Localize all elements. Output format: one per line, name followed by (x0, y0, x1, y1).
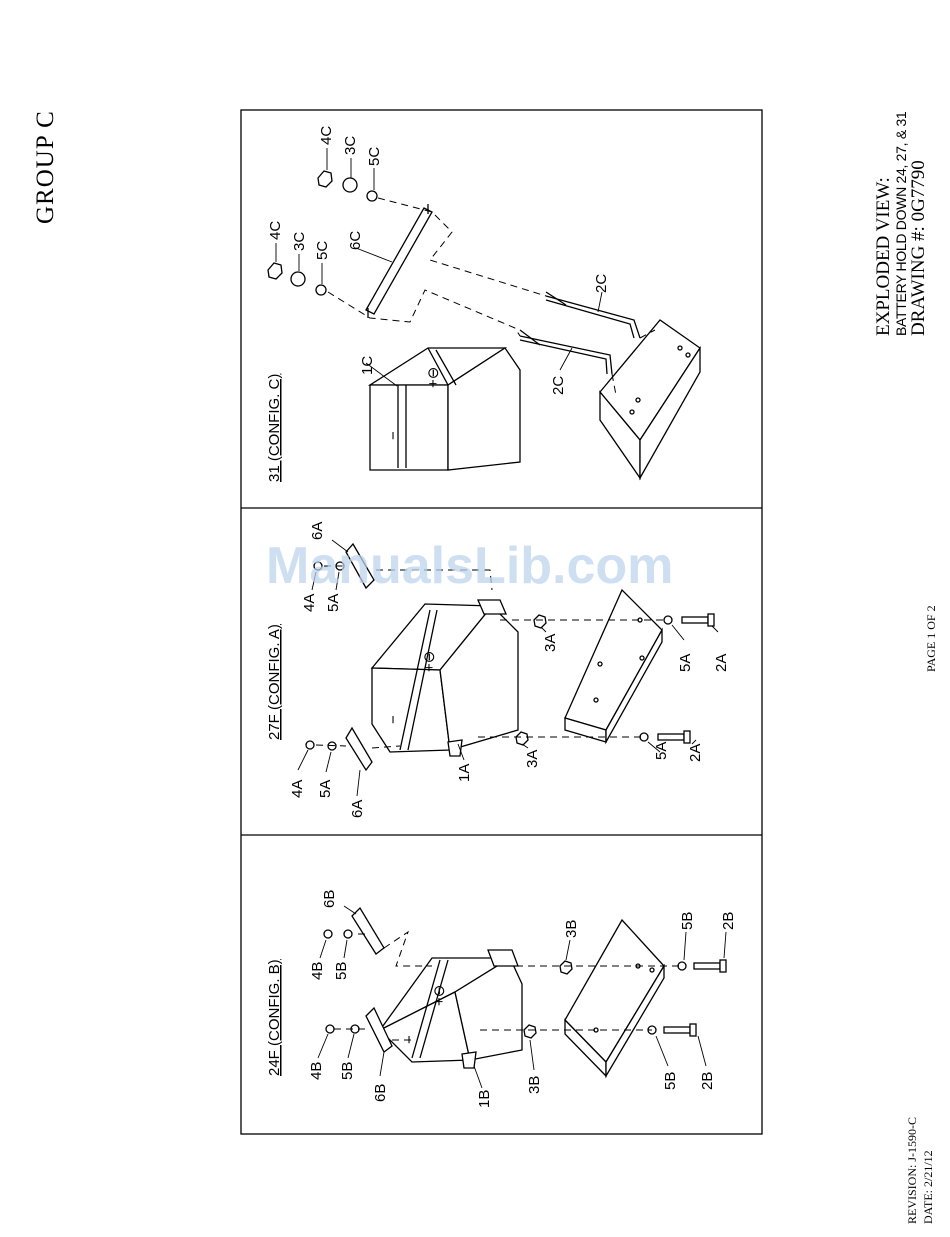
bolt-2b (693, 959, 727, 973)
panel-config-c: 31 (CONFIG. C) +⊖ − 1C 6C (266, 126, 701, 482)
label-5a: 5A (325, 594, 342, 612)
washer-5b (677, 961, 687, 971)
label-3a: 3A (542, 634, 559, 652)
svg-text:−: − (385, 715, 402, 724)
bolt-2b (663, 1023, 697, 1037)
j-bolt-2c (545, 291, 641, 339)
battery-1b: +⊖ − (378, 949, 523, 1069)
panel-title-config-a: 27F (CONFIG. A) (266, 624, 283, 740)
nut-4c (267, 262, 283, 280)
j-bolt-2c (519, 329, 613, 375)
label-5a: 5A (677, 654, 694, 672)
hold-down-bar-6c (365, 204, 433, 318)
label-1a: 1A (456, 764, 473, 782)
battery-1a: +⊖ − (370, 599, 519, 757)
lock-washer-5c (315, 284, 327, 296)
nut-3a (533, 614, 547, 629)
hold-down-plate-6a (345, 542, 375, 590)
tray-config-b (564, 918, 665, 1079)
label-1c: 1C (359, 356, 376, 375)
nut-4a (305, 740, 315, 750)
svg-text:−: − (385, 431, 402, 440)
label-2b: 2B (720, 912, 737, 930)
tray-config-a (564, 588, 663, 745)
label-4b: 4B (309, 962, 326, 980)
hold-down-plate-6a (345, 726, 373, 772)
label-3b: 3B (526, 1076, 543, 1094)
label-3a: 3A (524, 750, 541, 768)
washer-3c (342, 177, 358, 193)
label-2c: 2C (593, 274, 610, 293)
watermark: ManualsLib.com (266, 537, 674, 595)
washer-5a (639, 732, 649, 742)
label-3c: 3C (342, 136, 359, 155)
label-5c: 5C (366, 147, 383, 166)
lock-washer-5c (366, 190, 378, 202)
nut-3b (559, 960, 573, 975)
label-2a: 2A (713, 654, 730, 672)
label-6a: 6A (349, 800, 366, 818)
svg-text:+⊖: +⊖ (421, 651, 438, 672)
label-5b: 5B (339, 1062, 356, 1080)
tray-config-c (599, 319, 701, 481)
label-2c: 2C (550, 376, 567, 395)
panel-config-b: 24F (CONFIG. B) +⊖ − 1B 6B 6B 4B 5B (266, 890, 737, 1108)
bolt-2a (681, 613, 715, 627)
label-6c: 6C (347, 231, 364, 250)
nut-3a (515, 731, 529, 746)
label-2a: 2A (687, 744, 704, 762)
panel-title-config-b: 24F (CONFIG. B) (266, 959, 283, 1076)
lock-washer-5b (343, 929, 353, 939)
label-4c: 4C (267, 221, 284, 240)
label-3c: 3C (291, 232, 308, 251)
battery-1c: +⊖ − (367, 347, 521, 471)
washer-5a (663, 615, 673, 625)
label-4c: 4C (318, 126, 335, 145)
label-1b: 1B (476, 1090, 493, 1108)
svg-text:+⊖: +⊖ (425, 367, 442, 388)
hold-down-plate-6b (351, 906, 385, 955)
label-4a: 4A (289, 780, 306, 798)
hold-down-plate-6b (365, 1006, 393, 1053)
label-6a: 6A (309, 522, 326, 540)
label-5a: 5A (317, 780, 334, 798)
nut-4b (323, 929, 333, 939)
panel-config-a: 27F (CONFIG. A) +⊖ − 1A 6A 6A 4A 5A (266, 522, 730, 818)
label-5a: 5A (653, 742, 670, 760)
svg-text:+⊖: +⊖ (431, 985, 448, 1006)
label-5b: 5B (679, 912, 696, 930)
panel-title-config-c: 31 (CONFIG. C) (266, 374, 283, 482)
label-5c: 5C (314, 241, 331, 260)
label-5b: 5B (333, 962, 350, 980)
bolt-2a (657, 730, 691, 744)
nut-4a (313, 561, 323, 571)
label-4b: 4B (308, 1062, 325, 1080)
nut-3b (523, 1024, 537, 1039)
washer-3c (290, 271, 306, 287)
label-6b: 6B (321, 890, 338, 908)
label-3b: 3B (563, 920, 580, 938)
drawing-frame (240, 109, 763, 1135)
label-2b: 2B (699, 1072, 716, 1090)
label-6b: 6B (372, 1084, 389, 1102)
nut-4b (325, 1024, 335, 1034)
label-5b: 5B (662, 1072, 679, 1090)
nut-4c (317, 170, 333, 188)
label-4a: 4A (301, 594, 318, 612)
